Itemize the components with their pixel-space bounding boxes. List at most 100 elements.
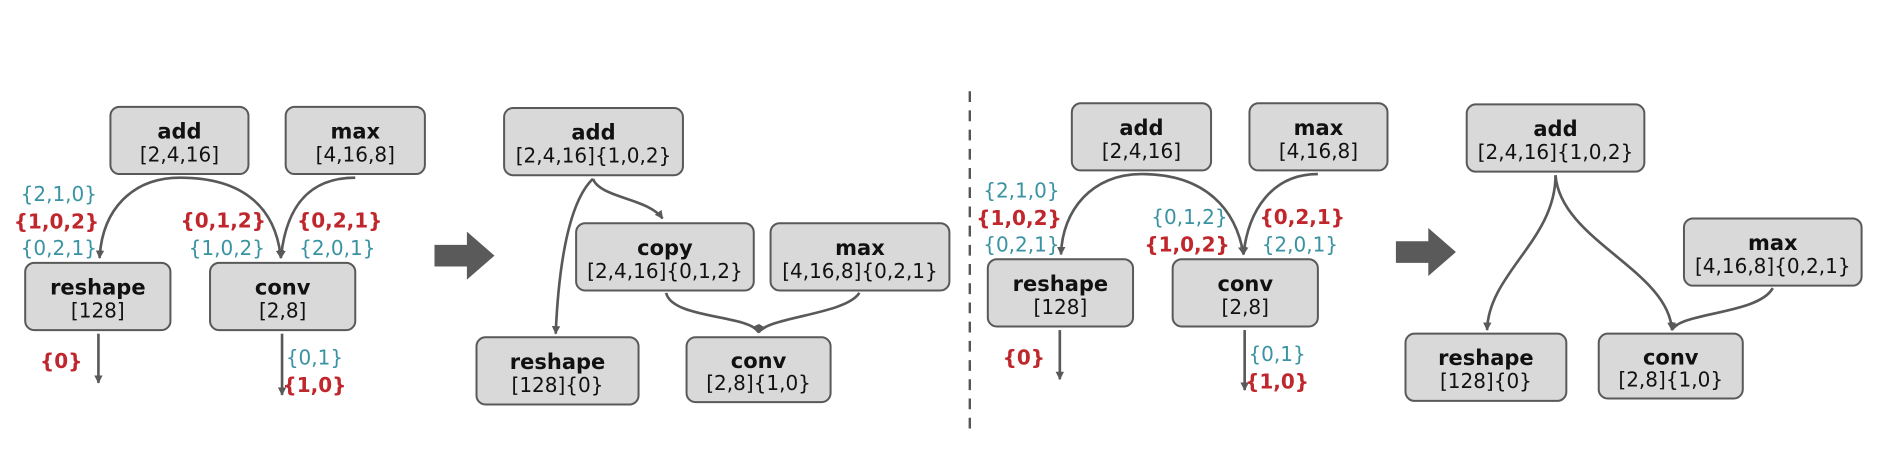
node-p4-conv: conv[2,8]{1,0} [1597, 332, 1744, 400]
node-op-label: conv [731, 349, 787, 373]
edge-p4-max-conv [1670, 287, 1774, 331]
node-op-label: max [835, 236, 885, 260]
layout-annotation-teal: {2,0,1} [299, 236, 375, 260]
layout-annotation-teal: {2,0,1} [1262, 233, 1338, 257]
node-op-label: conv [1643, 345, 1699, 369]
layout-annotation-red: {1,0} [283, 373, 347, 397]
edge-p3-add-conv [1141, 172, 1247, 256]
node-shape-label: [128]{0} [512, 373, 604, 397]
node-shape-label: [2,4,16]{1,0,2} [1478, 140, 1634, 164]
layout-annotation-red: {0} [40, 349, 82, 373]
layout-annotation-teal: {0,1} [1248, 342, 1305, 366]
node-shape-label: [128] [71, 298, 125, 322]
node-op-label: reshape [1013, 272, 1109, 296]
node-op-label: add [1533, 117, 1577, 141]
node-shape-label: [4,16,8]{0,2,1} [782, 259, 938, 283]
node-box [475, 336, 640, 406]
node-p1-reshape: reshape[128] [24, 261, 172, 332]
node-box [1465, 103, 1646, 173]
node-box [1171, 258, 1319, 328]
node-box [986, 258, 1135, 328]
layout-annotation-red: {0} [1003, 345, 1045, 369]
annotations-layer: {2,1,0}{1,0,2}{0,2,1}{0,1,2}{1,0,2}{0,2,… [14, 179, 1345, 397]
node-box [1404, 332, 1568, 402]
edge-p1-add-conv [180, 176, 285, 259]
node-shape-label: [2,4,16]{0,1,2} [587, 259, 743, 283]
node-op-label: max [1748, 231, 1798, 255]
node-box [1597, 332, 1744, 400]
node-shape-label: [4,16,8] [1279, 139, 1358, 163]
node-p3-max: max[4,16,8] [1248, 102, 1389, 172]
node-box [1682, 217, 1863, 287]
transform-arrow-icon [434, 231, 495, 280]
node-box [109, 105, 250, 176]
node-op-label: reshape [510, 350, 606, 374]
transform-arrow-icon [1395, 228, 1456, 277]
decorations-layer [434, 91, 1456, 430]
node-shape-label: [4,16,8] [316, 142, 395, 166]
edge-p4-add-reshape [1483, 175, 1557, 331]
node-box [209, 261, 357, 332]
node-op-label: add [571, 121, 615, 145]
edge-p2-add-copy [591, 178, 664, 220]
edge-p3-add-reshape [1057, 172, 1142, 256]
node-p4-add: add[2,4,16]{1,0,2} [1465, 103, 1646, 173]
layout-annotation-teal: {1,0,2} [189, 236, 265, 260]
layout-annotation-teal: {2,1,0} [21, 182, 97, 206]
node-box [24, 261, 172, 332]
node-shape-label: [2,8] [259, 298, 306, 322]
node-p4-max: max[4,16,8]{0,2,1} [1682, 217, 1863, 287]
layout-annotation-teal: {0,1,2} [1151, 205, 1227, 229]
node-op-label: max [1294, 116, 1344, 140]
node-op-label: add [1119, 116, 1163, 140]
node-shape-label: [2,4,16] [1102, 139, 1181, 163]
layout-annotation-red: {0,1,2} [181, 209, 266, 233]
edge-p2-copy-conv [664, 292, 760, 334]
node-p1-add: add[2,4,16] [109, 105, 250, 176]
node-p2-max: max[4,16,8]{0,2,1} [769, 222, 951, 292]
node-shape-label: [2,8] [1222, 295, 1269, 319]
node-p4-reshape: reshape[128]{0} [1404, 332, 1568, 402]
layout-annotation-red: {1,0,2} [14, 210, 99, 234]
node-op-label: add [157, 119, 201, 143]
node-box [1248, 102, 1389, 172]
layout-annotation-red: {0,2,1} [297, 209, 382, 233]
layout-annotation-teal: {0,1} [286, 345, 343, 369]
node-op-label: reshape [50, 275, 146, 299]
layout-annotation-teal: {0,2,1} [983, 233, 1059, 257]
node-op-label: conv [1218, 272, 1274, 296]
node-op-label: reshape [1438, 346, 1534, 370]
node-p1-conv: conv[2,8] [209, 261, 357, 332]
layout-annotation-red: {0,2,1} [1260, 205, 1345, 229]
edge-p4-add-conv [1554, 175, 1676, 331]
node-p3-conv: conv[2,8] [1171, 258, 1319, 328]
node-box [1070, 102, 1213, 172]
edge-p2-add-reshape [551, 177, 594, 335]
edges-layer [94, 172, 1774, 396]
node-p2-copy: copy[2,4,16]{0,1,2} [575, 222, 755, 292]
edge-p3-max-conv [1240, 172, 1318, 256]
node-op-label: copy [637, 236, 693, 260]
edge-p1-max-conv [277, 176, 356, 259]
node-box [284, 105, 426, 176]
node-p2-add: add[2,4,16]{1,0,2} [503, 107, 684, 177]
node-p2-reshape: reshape[128]{0} [475, 336, 640, 406]
edge-p2-max-conv [757, 292, 861, 334]
layout-annotation-teal: {2,1,0} [983, 179, 1059, 203]
layout-annotation-red: {1,0} [1245, 369, 1309, 393]
nodes-layer: add[2,4,16]max[4,16,8]reshape[128]conv[2… [24, 102, 1863, 406]
node-p3-add: add[2,4,16] [1070, 102, 1213, 172]
layout-annotation-teal: {0,2,1} [21, 236, 97, 260]
node-p1-max: max[4,16,8] [284, 105, 426, 176]
node-box [575, 222, 755, 292]
node-shape-label: [2,8]{1,0} [1618, 367, 1723, 391]
node-box [769, 222, 951, 292]
layout-annotation-red: {1,0,2} [1144, 233, 1229, 257]
node-box [503, 107, 684, 177]
layout-annotation-red: {1,0,2} [976, 206, 1061, 230]
node-op-label: conv [255, 275, 311, 299]
node-p3-reshape: reshape[128] [986, 258, 1135, 328]
node-op-label: max [330, 119, 380, 143]
node-shape-label: [128] [1034, 295, 1088, 319]
